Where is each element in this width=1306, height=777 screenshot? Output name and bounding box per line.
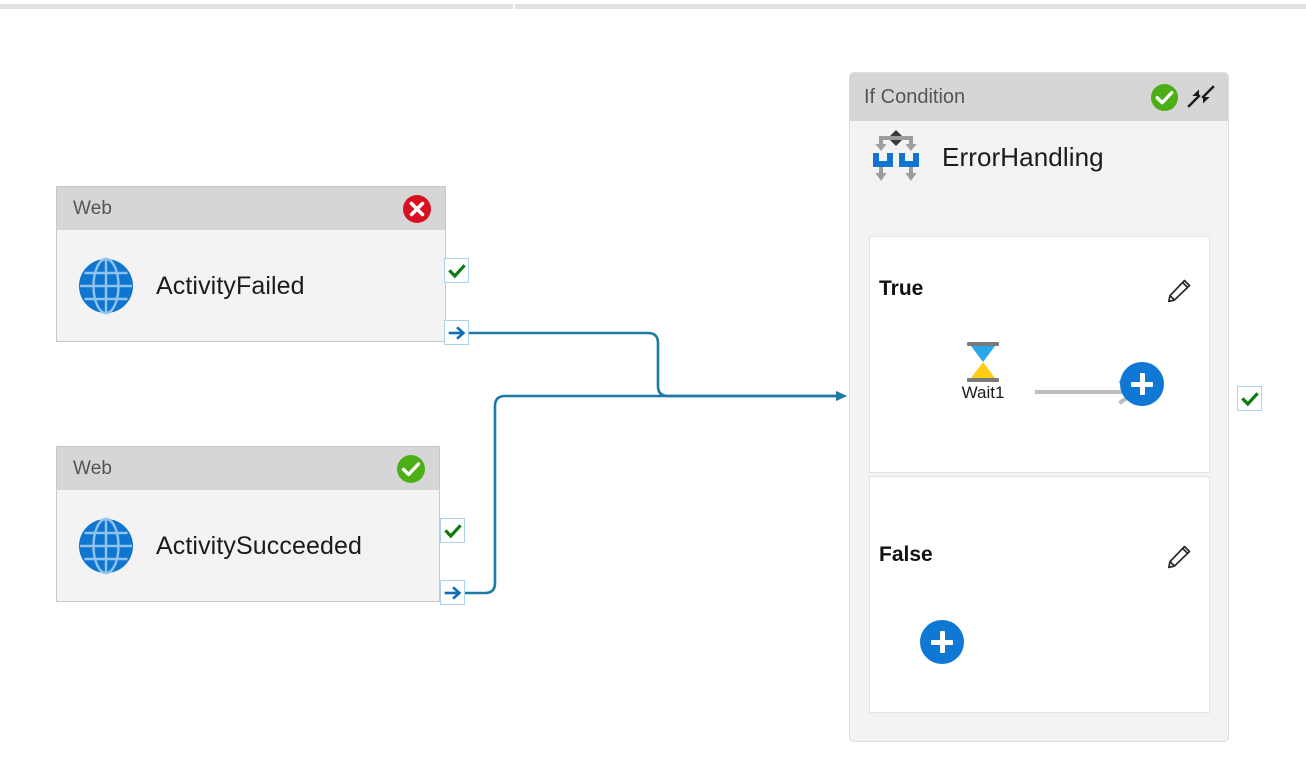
activity-name-label: ActivitySucceeded: [156, 531, 362, 560]
top-divider-bar: [0, 4, 1306, 9]
branch-true[interactable]: True: [869, 236, 1210, 473]
if-condition-type-label: If Condition: [864, 85, 966, 108]
check-icon: [447, 263, 466, 278]
activity-card-activityfailed[interactable]: Web: [56, 186, 446, 342]
node-label-wait1: Wait1: [961, 383, 1005, 402]
hourglass-icon: [963, 341, 1003, 383]
connector-web-failed-to-if: [464, 331, 847, 401]
pipeline-canvas[interactable]: Web: [0, 9, 1306, 777]
branch-icon: [868, 128, 924, 186]
pencil-icon[interactable]: [1165, 543, 1193, 571]
if-condition-title-row: ErrorHandling: [850, 121, 1228, 193]
port-success-if-condition[interactable]: [1237, 386, 1262, 411]
branch-false[interactable]: False: [869, 476, 1210, 713]
add-activity-button-true[interactable]: [1120, 362, 1164, 406]
card-type-label: Web: [73, 197, 113, 219]
check-icon: [443, 523, 462, 538]
if-condition-activity-name: ErrorHandling: [942, 141, 1104, 172]
activity-card-activitysucceeded[interactable]: Web: [56, 446, 440, 602]
add-activity-button-false[interactable]: [920, 620, 964, 664]
collapse-arrows-icon[interactable]: [1186, 82, 1216, 112]
port-success-activityfailed[interactable]: [444, 258, 469, 283]
branch-label-true: True: [879, 277, 924, 300]
check-icon: [1240, 391, 1259, 406]
node-wait1[interactable]: Wait1: [940, 341, 1026, 403]
card-header: Web: [57, 187, 445, 230]
success-circle-icon: [1150, 83, 1179, 112]
globe-icon: [75, 515, 137, 577]
card-type-label: Web: [73, 457, 113, 479]
branch-label-false: False: [879, 543, 933, 566]
if-condition-header: If Condition: [850, 73, 1228, 121]
port-completion-activityfailed[interactable]: [444, 320, 469, 345]
port-success-activitysucceeded[interactable]: [440, 518, 465, 543]
if-condition-container[interactable]: If Condition: [849, 72, 1229, 742]
card-header: Web: [57, 447, 439, 490]
card-body: ActivityFailed: [57, 230, 445, 342]
arrow-right-icon: [448, 325, 465, 340]
success-circle-icon: [396, 454, 426, 484]
globe-icon: [75, 255, 137, 317]
port-completion-activitysucceeded[interactable]: [440, 580, 465, 605]
top-divider-seam: [513, 4, 515, 9]
card-body: ActivitySucceeded: [57, 490, 439, 602]
activity-name-label: ActivityFailed: [156, 271, 305, 300]
error-circle-icon: [402, 194, 432, 224]
pencil-icon[interactable]: [1165, 277, 1193, 305]
connector-web-succeeded-to-if: [464, 391, 847, 595]
arrow-right-icon: [444, 585, 461, 600]
